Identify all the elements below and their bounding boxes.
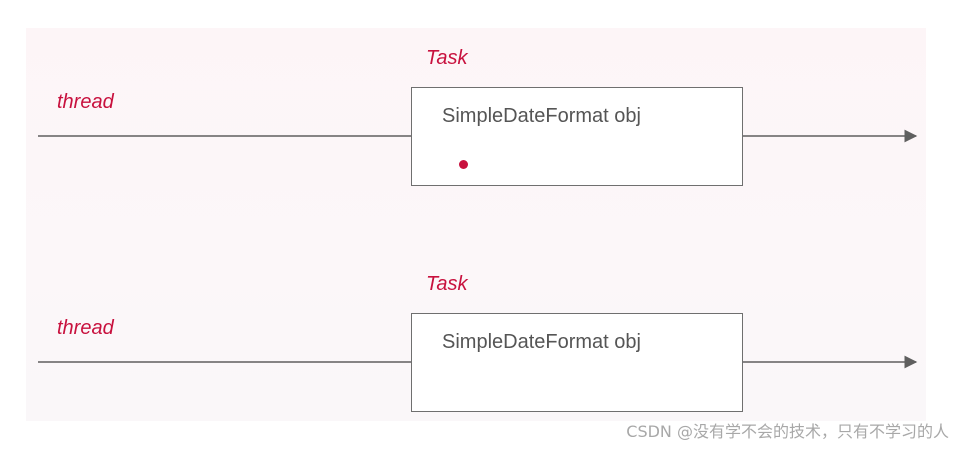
task-box-text-1: SimpleDateFormat obj — [442, 105, 641, 127]
task-label-1: Task — [426, 47, 468, 69]
task-label-2: Task — [426, 273, 468, 295]
thread-label-1: thread — [57, 91, 114, 113]
pointer-dot — [459, 160, 468, 169]
task-box-1: SimpleDateFormat obj — [411, 87, 743, 186]
task-box-text-2: SimpleDateFormat obj — [442, 331, 641, 353]
thread-label-2: thread — [57, 317, 114, 339]
task-box-2: SimpleDateFormat obj — [411, 313, 743, 412]
watermark-text: CSDN @没有学不会的技术，只有不学习的人 — [626, 422, 949, 441]
